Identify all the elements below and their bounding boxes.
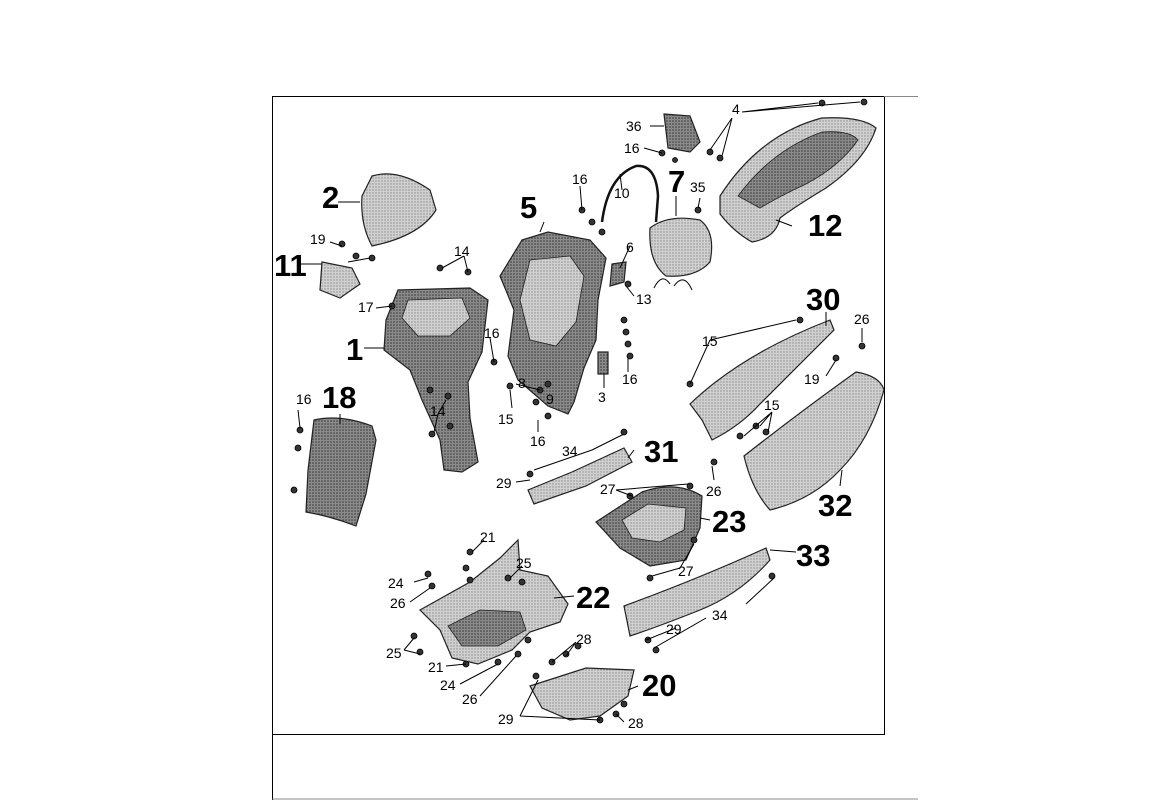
part-31-strip [527, 447, 633, 505]
label-15-left: 15 [498, 411, 514, 427]
label-18: 18 [322, 380, 356, 415]
label-27-left: 27 [600, 481, 616, 497]
part-33-strip [623, 547, 771, 637]
part-20-under-cover [529, 667, 635, 721]
label-16-right: 16 [622, 371, 638, 387]
label-15-upper-right: 15 [702, 333, 718, 349]
label-15-right: 15 [764, 397, 780, 413]
label-20: 20 [642, 668, 676, 703]
label-16-upper: 16 [572, 171, 588, 187]
label-14-lower: 14 [430, 403, 446, 419]
label-25-upper: 25 [516, 555, 532, 571]
label-8: 8 [518, 375, 526, 391]
label-25-lower: 25 [386, 645, 402, 661]
label-29-lower: 29 [498, 711, 514, 727]
label-11: 11 [274, 248, 307, 283]
part-30-right-cover [689, 319, 835, 441]
label-12: 12 [808, 208, 842, 243]
label-31: 31 [644, 434, 678, 469]
label-23: 23 [712, 504, 746, 539]
part-3-piece [597, 351, 609, 375]
label-32: 32 [818, 488, 852, 523]
label-16-top: 16 [624, 140, 640, 156]
label-19-left: 19 [310, 231, 326, 247]
label-36: 36 [626, 118, 642, 134]
label-4: 4 [732, 101, 740, 117]
label-21-lower: 21 [428, 659, 444, 675]
part-11-bracket [319, 261, 361, 299]
label-7: 7 [668, 164, 685, 199]
label-16-far-left: 16 [296, 391, 312, 407]
label-19-right: 19 [804, 371, 820, 387]
label-2: 2 [322, 180, 339, 215]
part-23-inner [621, 503, 687, 543]
part-12-interior [737, 131, 859, 209]
part-10-rod [600, 164, 660, 223]
part-1-inner [401, 297, 471, 337]
leader-lines [297, 101, 863, 723]
label-26-left: 26 [390, 595, 406, 611]
label-34-upper: 34 [562, 443, 578, 459]
label-30: 30 [806, 282, 840, 317]
label-16-mid: 16 [484, 325, 500, 341]
label-1: 1 [346, 332, 363, 367]
label-26-mid-right: 26 [706, 483, 722, 499]
label-22: 22 [576, 580, 610, 615]
label-29-left: 29 [496, 475, 512, 491]
label-17: 17 [358, 299, 374, 315]
label-35: 35 [690, 179, 706, 195]
part-32-left-cover [743, 371, 885, 511]
label-27-right: 27 [678, 563, 694, 579]
label-13: 13 [636, 291, 652, 307]
part-6-clip [609, 261, 627, 287]
part-1-front-shield [383, 287, 489, 473]
label-26-lower: 26 [462, 691, 478, 707]
part-5-panel [519, 255, 585, 347]
label-34-lower: 34 [712, 607, 728, 623]
part-7-hinge [653, 278, 693, 291]
big-part-labels: 2 11 1 18 5 7 12 30 31 32 23 33 22 20 [274, 164, 852, 703]
small-part-labels: 36 4 16 10 16 35 6 13 19 14 17 16 16 3 8… [296, 101, 870, 731]
hardware-screws [290, 98, 868, 724]
label-5: 5 [520, 190, 537, 225]
part-36-hook [663, 113, 701, 153]
label-24-upper: 24 [388, 575, 404, 591]
label-10: 10 [614, 185, 630, 201]
label-16-lower: 16 [530, 433, 546, 449]
part-22-inner [447, 609, 527, 647]
label-6: 6 [626, 239, 634, 255]
label-3: 3 [598, 389, 606, 405]
label-9: 9 [546, 391, 554, 407]
label-28-upper: 28 [576, 631, 592, 647]
label-24-lower: 24 [440, 677, 456, 693]
label-21-upper: 21 [480, 529, 496, 545]
part-7-lid [649, 217, 713, 277]
part-2-visor [361, 173, 437, 247]
label-33: 33 [796, 538, 830, 573]
label-29-mid: 29 [666, 621, 682, 637]
diagram-frame [272, 96, 918, 800]
part-18-leg-shield [305, 417, 377, 527]
label-26-upper-right: 26 [854, 311, 870, 327]
label-28-lower: 28 [628, 715, 644, 731]
label-14-upper: 14 [454, 243, 470, 259]
